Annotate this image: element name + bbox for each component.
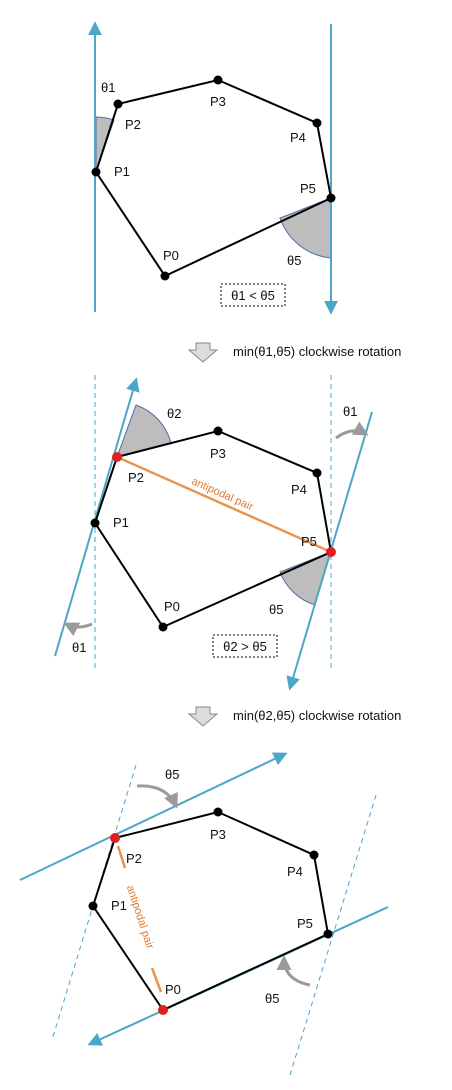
antipodal-pair-line-lower (150, 967, 163, 993)
label-p4: P4 (291, 482, 307, 497)
rotation-arrow-left (63, 622, 93, 637)
vertex-p0 (158, 622, 168, 632)
vertex-p0 (158, 1005, 168, 1015)
down-arrow-icon (187, 342, 219, 363)
vertex-p5 (326, 547, 336, 557)
label-p1: P1 (111, 898, 127, 913)
step-1: min(θ1,θ5) clockwise rotation (187, 342, 401, 363)
angle-wedge-theta5 (279, 197, 332, 259)
vertex-p3 (213, 75, 223, 85)
label-p3: P3 (210, 446, 226, 461)
antipodal-pair-label: antipodal pair (124, 884, 156, 951)
antipodal-pair-line-upper (116, 845, 127, 869)
label-p2: P2 (128, 470, 144, 485)
condition-text: θ1 < θ5 (231, 288, 275, 303)
vertex-p5 (326, 193, 336, 203)
caliper-line-top (19, 752, 288, 881)
label-p5: P5 (297, 916, 313, 931)
rotation-arrow-top (136, 784, 178, 809)
label-theta5-bottom: θ5 (265, 991, 279, 1006)
label-p5: P5 (301, 534, 317, 549)
label-theta5-top: θ5 (165, 767, 179, 782)
previous-caliper-left (51, 764, 137, 1041)
condition-box (220, 283, 286, 307)
label-p0: P0 (163, 248, 179, 263)
label-p2: P2 (125, 117, 141, 132)
label-p1: P1 (113, 515, 129, 530)
vertex-p3 (213, 807, 223, 817)
vertex-p2 (110, 833, 120, 843)
label-p1: P1 (114, 164, 130, 179)
label-theta5: θ5 (287, 253, 301, 268)
panel-1: P1 P2 P3 P4 P5 P0 θ1 θ5 θ1 < θ5 (88, 21, 338, 315)
vertex-p2 (113, 99, 123, 109)
label-p0: P0 (165, 982, 181, 997)
vertex-p4 (309, 850, 319, 860)
label-p4: P4 (287, 864, 303, 879)
label-p3: P3 (210, 94, 226, 109)
convex-polygon (94, 78, 333, 278)
step-caption: min(θ2,θ5) clockwise rotation (233, 708, 401, 723)
label-p5: P5 (300, 181, 316, 196)
label-theta1-left: θ1 (72, 640, 86, 655)
vertex-p4 (312, 468, 322, 478)
rotation-arrow-right (335, 421, 369, 440)
down-arrow-icon (187, 706, 219, 727)
vertex-p1 (91, 167, 101, 177)
condition-text: θ2 > θ5 (223, 639, 267, 654)
step-caption: min(θ1,θ5) clockwise rotation (233, 344, 401, 359)
label-p3: P3 (210, 827, 226, 842)
vertex-p3 (213, 426, 223, 436)
label-theta5: θ5 (269, 602, 283, 617)
panel-2: antipodal pair P1 P2 P3 P4 P5 P0 θ2 θ1 θ… (54, 375, 373, 691)
vertex-p2 (112, 452, 122, 462)
caliper-line-left (54, 377, 140, 657)
label-p4: P4 (290, 130, 306, 145)
label-theta1-right: θ1 (343, 404, 357, 419)
previous-caliper-right (289, 794, 377, 1076)
step-2: min(θ2,θ5) clockwise rotation (187, 706, 401, 727)
label-p0: P0 (164, 599, 180, 614)
label-theta1: θ1 (101, 80, 115, 95)
rotation-arrow-bottom (276, 955, 311, 987)
label-theta2: θ2 (167, 406, 181, 421)
antipodal-pair-line (116, 455, 332, 554)
angle-wedge-theta2 (116, 404, 172, 458)
label-p2: P2 (126, 851, 142, 866)
vertex-p0 (160, 271, 170, 281)
vertex-p1 (88, 901, 98, 911)
vertex-p5 (323, 929, 333, 939)
condition-box (212, 634, 278, 658)
vertex-p1 (90, 518, 100, 528)
panel-3: antipodal pair P1 P2 P3 P4 P5 P0 θ5 θ5 (19, 752, 389, 1076)
vertex-p4 (312, 118, 322, 128)
